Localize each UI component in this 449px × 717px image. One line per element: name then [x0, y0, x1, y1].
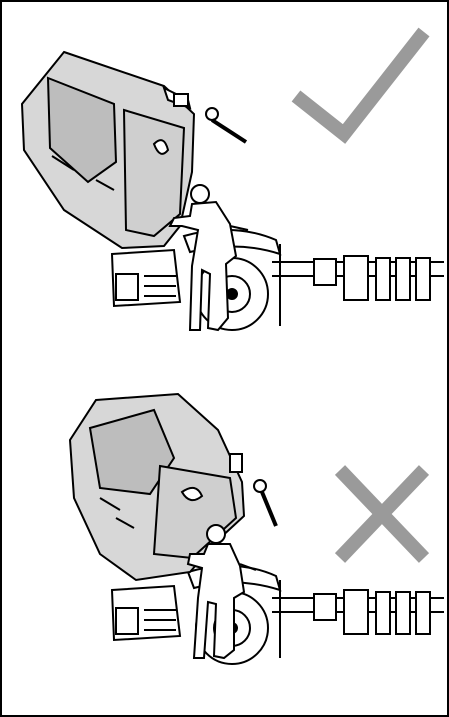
- check-icon: [296, 32, 424, 134]
- cross-icon: [340, 470, 424, 558]
- correct-scene: [4, 4, 449, 358]
- incorrect-scene: [4, 358, 449, 717]
- truck-front: [112, 586, 180, 640]
- panel-incorrect: [4, 358, 449, 717]
- truck-chassis: [272, 580, 444, 658]
- truck-chassis: [272, 244, 444, 326]
- tilted-cab: [22, 52, 194, 248]
- truck-front: [112, 250, 180, 306]
- tilt-lever: [206, 108, 246, 142]
- tilt-lever: [254, 480, 276, 526]
- panel-correct: [4, 4, 449, 358]
